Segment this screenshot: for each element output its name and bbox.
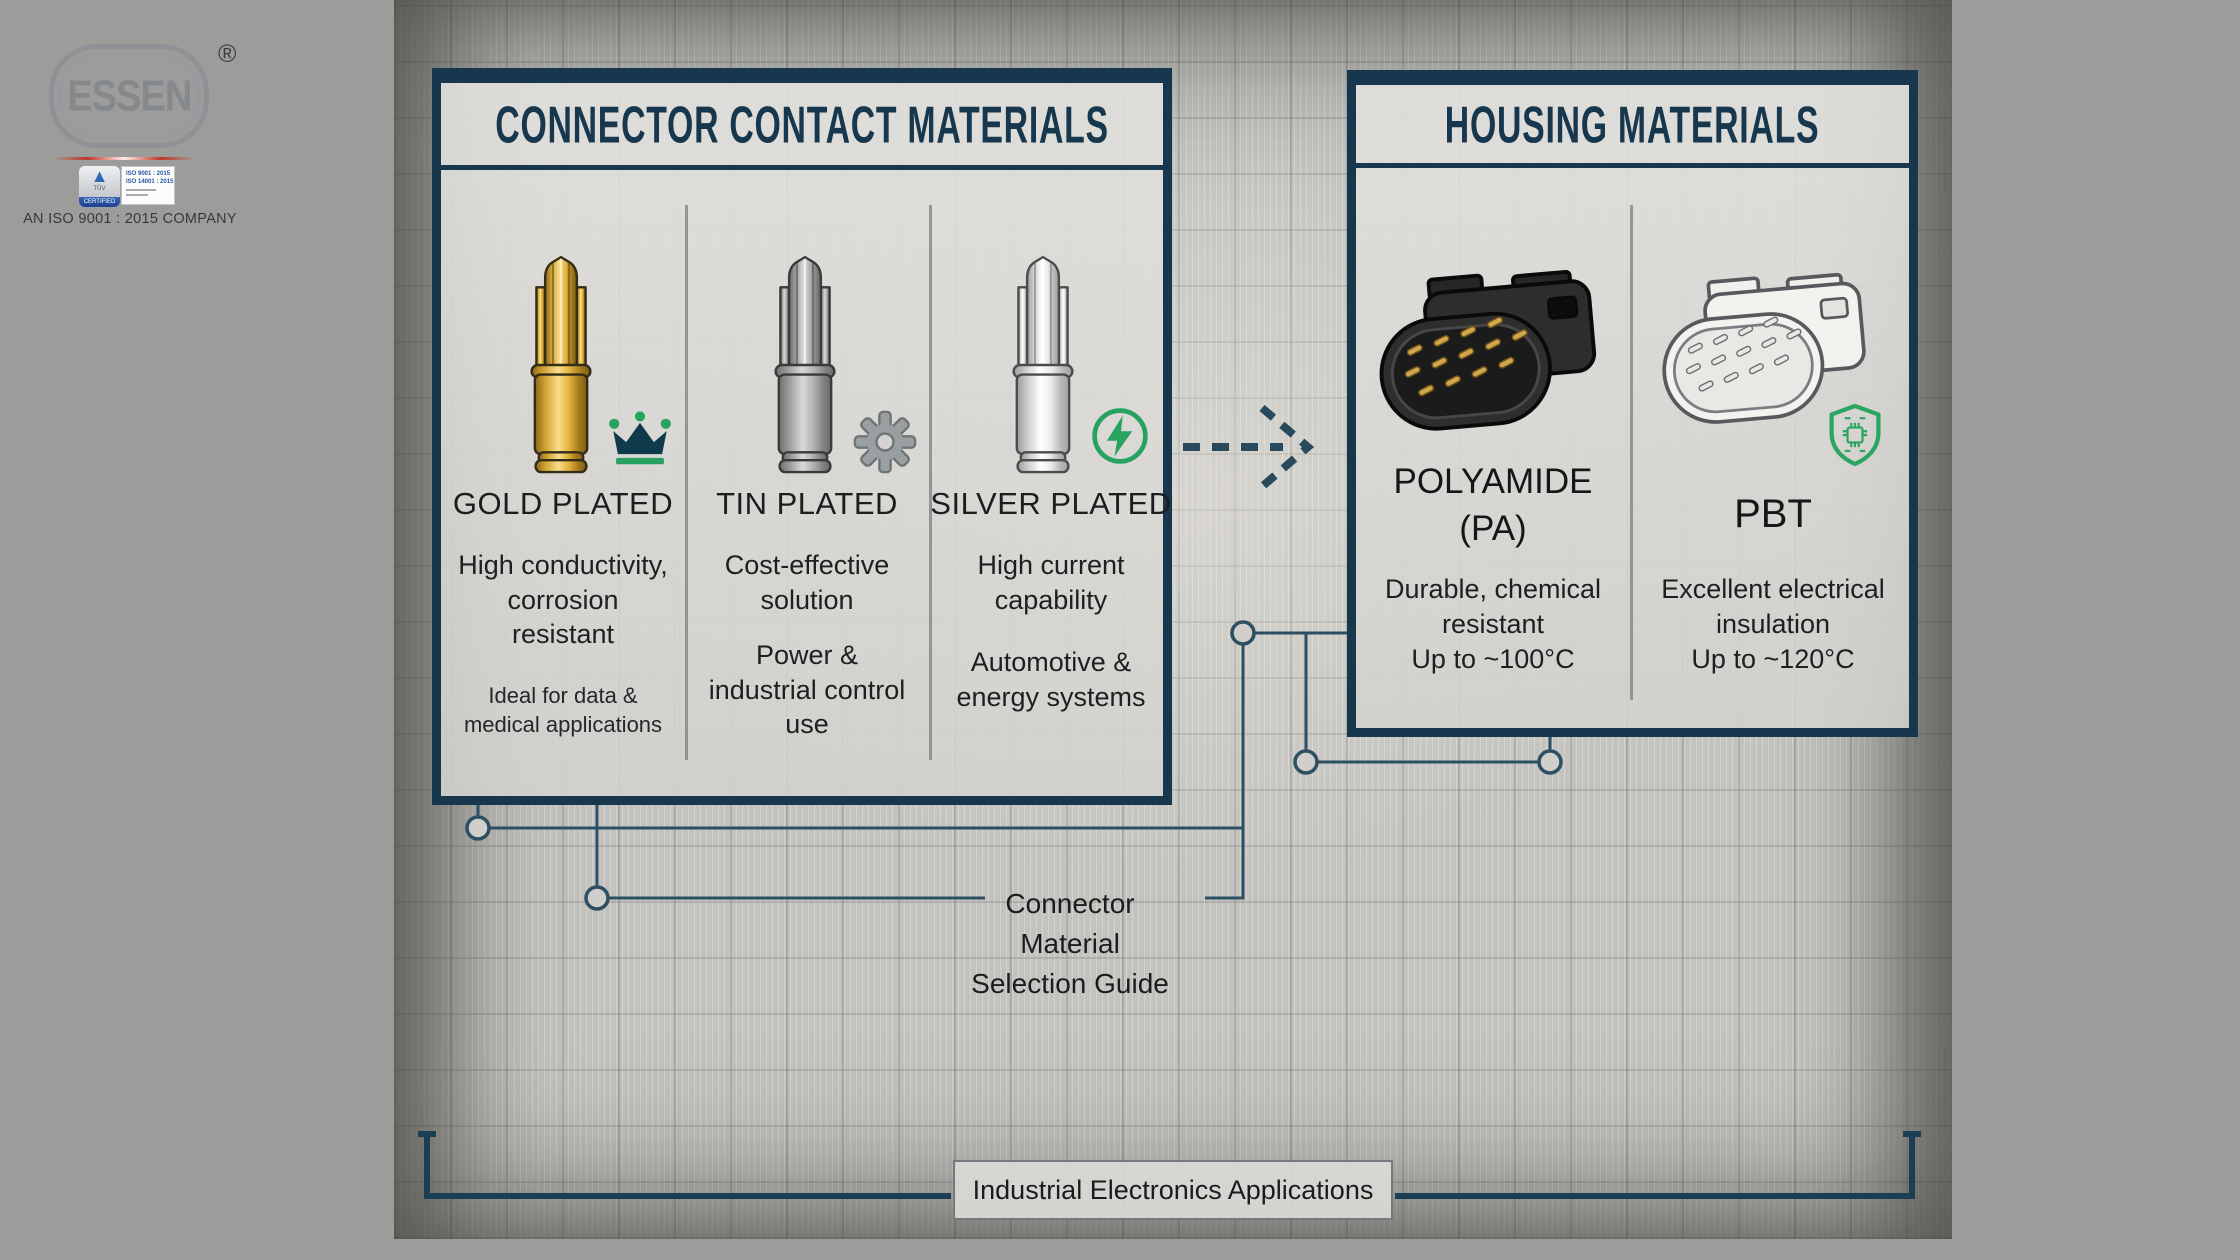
tin-plated-desc: Cost-effective solution: [724, 550, 890, 615]
tin-plated-title: TIN PLATED: [716, 486, 898, 521]
essen-logo: ESSEN: [49, 44, 209, 148]
gold-plated-desc: High conductivity, corrosion resistant: [458, 550, 668, 650]
tuv-label: TÜV: [93, 186, 106, 192]
tin-pin-image: [755, 246, 855, 484]
polyamide-title: POLYAMIDE (PA): [1393, 462, 1593, 549]
pbt-title: PBT: [1734, 492, 1812, 536]
essen-logo-text: ESSEN: [66, 71, 192, 120]
selection-guide-label: Connector Material Selection Guide: [971, 888, 1169, 999]
silver-pin-image: [993, 246, 1093, 484]
gold-plated-title: GOLD PLATED: [452, 486, 674, 521]
column-divider-pa-pbt: [1630, 205, 1633, 700]
tin-plated-note: Power & industrial control use: [708, 640, 906, 740]
contact-panel-title: CONNECTOR CONTACT MATERIALS: [495, 94, 1109, 154]
gold-plated-note: Ideal for data & medical applications: [463, 683, 663, 737]
crown-icon: [605, 408, 675, 469]
tuv-triangle-icon: ▲: [90, 166, 109, 186]
silver-plated-note: Automotive & energy systems: [956, 647, 1146, 712]
logo-divider-line: [52, 157, 196, 160]
circuit-nodes: [465, 620, 1563, 911]
pbt-connector-image: [1655, 262, 1895, 437]
shield-icon: [1826, 402, 1884, 468]
tuv-certified-band: CERTIFIED: [79, 197, 120, 207]
column-divider-tin-silver: [929, 205, 932, 760]
polyamide-desc: Durable, chemical resistant Up to ~100°C: [1384, 574, 1602, 675]
iso-cert-line2: ISO 14001 : 2015: [126, 179, 174, 185]
bottom-bracket-lines: [418, 1131, 1921, 1199]
registered-mark: ®: [218, 40, 237, 68]
applications-label: Industrial Electronics Applications: [972, 1174, 1374, 1205]
flow-arrow-icon: [1183, 404, 1315, 495]
silver-plated-desc: High current capability: [977, 550, 1125, 615]
column-divider-gold-tin: [685, 205, 688, 760]
silver-plated-title: SILVER PLATED: [930, 486, 1172, 521]
pa-connector-image: [1372, 258, 1627, 445]
brand-block: ESSEN ® ▲ TÜV CERTIFIED ISO 9001 : 2015 …: [23, 40, 237, 227]
circuit-lines: [476, 631, 1552, 900]
iso-cert-line1: ISO 9001 : 2015: [126, 171, 171, 177]
lightning-icon: [1089, 405, 1151, 467]
gear-icon: [853, 410, 917, 474]
iso-card-microtext: [126, 189, 156, 191]
contact-panel-header: CONNECTOR CONTACT MATERIALS: [441, 83, 1163, 170]
housing-panel-header: HOUSING MATERIALS: [1356, 85, 1909, 168]
gold-pin-image: [511, 246, 611, 484]
iso-card-microtext2: [126, 194, 148, 196]
applications-label-box: Industrial Electronics Applications: [953, 1160, 1393, 1220]
tuv-certification-badge: ▲ TÜV CERTIFIED: [78, 165, 121, 208]
iso-tagline: AN ISO 9001 : 2015 COMPANY: [23, 211, 237, 227]
housing-panel-title: HOUSING MATERIALS: [1445, 94, 1820, 154]
iso-certification-card: ISO 9001 : 2015 ISO 14001 : 2015: [121, 166, 175, 205]
pbt-desc: Excellent electrical insulation Up to ~1…: [1661, 574, 1885, 675]
